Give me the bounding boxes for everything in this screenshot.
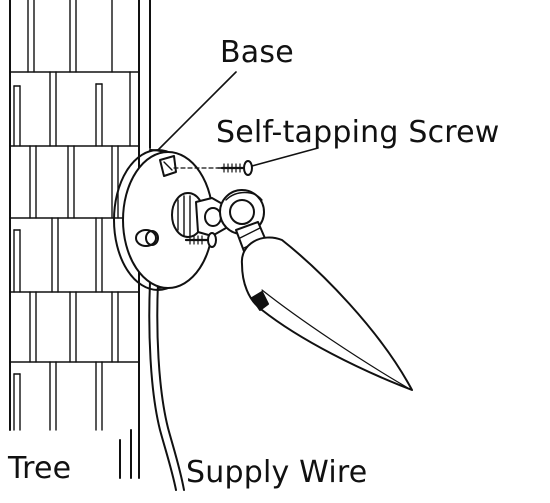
- spot-light: [235, 221, 413, 391]
- supply-wire: [148, 281, 185, 491]
- label-self-tapping-screw: Self-tapping Screw: [216, 115, 500, 150]
- screw-upper: [217, 160, 253, 176]
- tree-bark-pattern: [9, 0, 140, 431]
- base-leader-line: [157, 71, 237, 151]
- label-supply-wire: Supply Wire: [186, 455, 368, 490]
- label-base: Base: [220, 35, 294, 70]
- screw-leader-line: [251, 147, 319, 167]
- screw-lower: [184, 232, 217, 248]
- label-tree: Tree: [8, 451, 72, 486]
